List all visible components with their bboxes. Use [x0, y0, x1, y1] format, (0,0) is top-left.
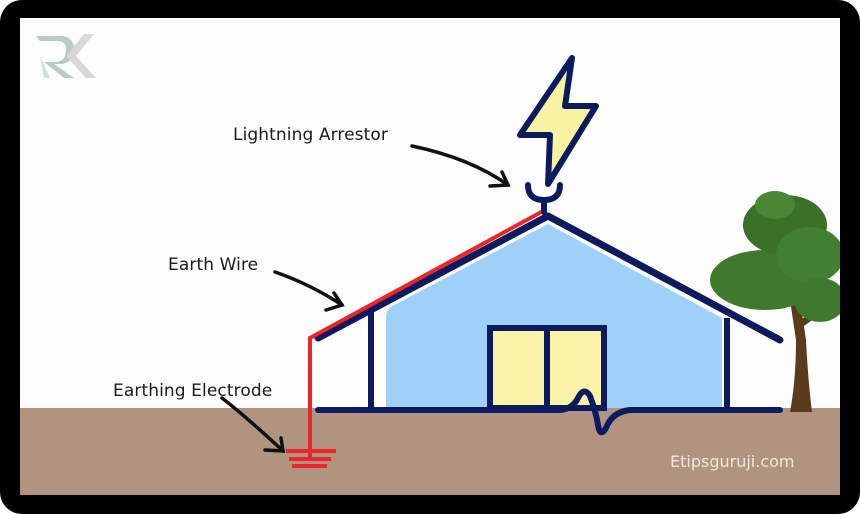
- ground: [20, 408, 840, 495]
- watermark: Etipsguruji.com: [670, 452, 795, 471]
- tree: [710, 191, 840, 412]
- house-floor: [315, 388, 783, 436]
- label-earthing-electrode: Earthing Electrode: [113, 381, 273, 401]
- house-interior: [386, 224, 722, 408]
- arrow-earth-wire: [273, 270, 345, 312]
- roof: [314, 212, 784, 344]
- earthing-electrode: [286, 449, 336, 468]
- earth-wire: [308, 208, 546, 460]
- diagram-canvas: Lightning Arrestor Earth Wire Earthing E…: [20, 18, 840, 495]
- door: [487, 325, 607, 411]
- lightning-arrestor: [525, 182, 563, 215]
- lightning-bolt-icon: [517, 55, 599, 187]
- rk-logo: [36, 34, 96, 78]
- label-lightning-arrestor: Lightning Arrestor: [233, 125, 388, 145]
- arrow-lightning-arrestor: [410, 144, 511, 188]
- label-earth-wire: Earth Wire: [168, 255, 259, 275]
- diagram-svg: [20, 34, 840, 495]
- arrow-earthing-electrode: [220, 396, 286, 453]
